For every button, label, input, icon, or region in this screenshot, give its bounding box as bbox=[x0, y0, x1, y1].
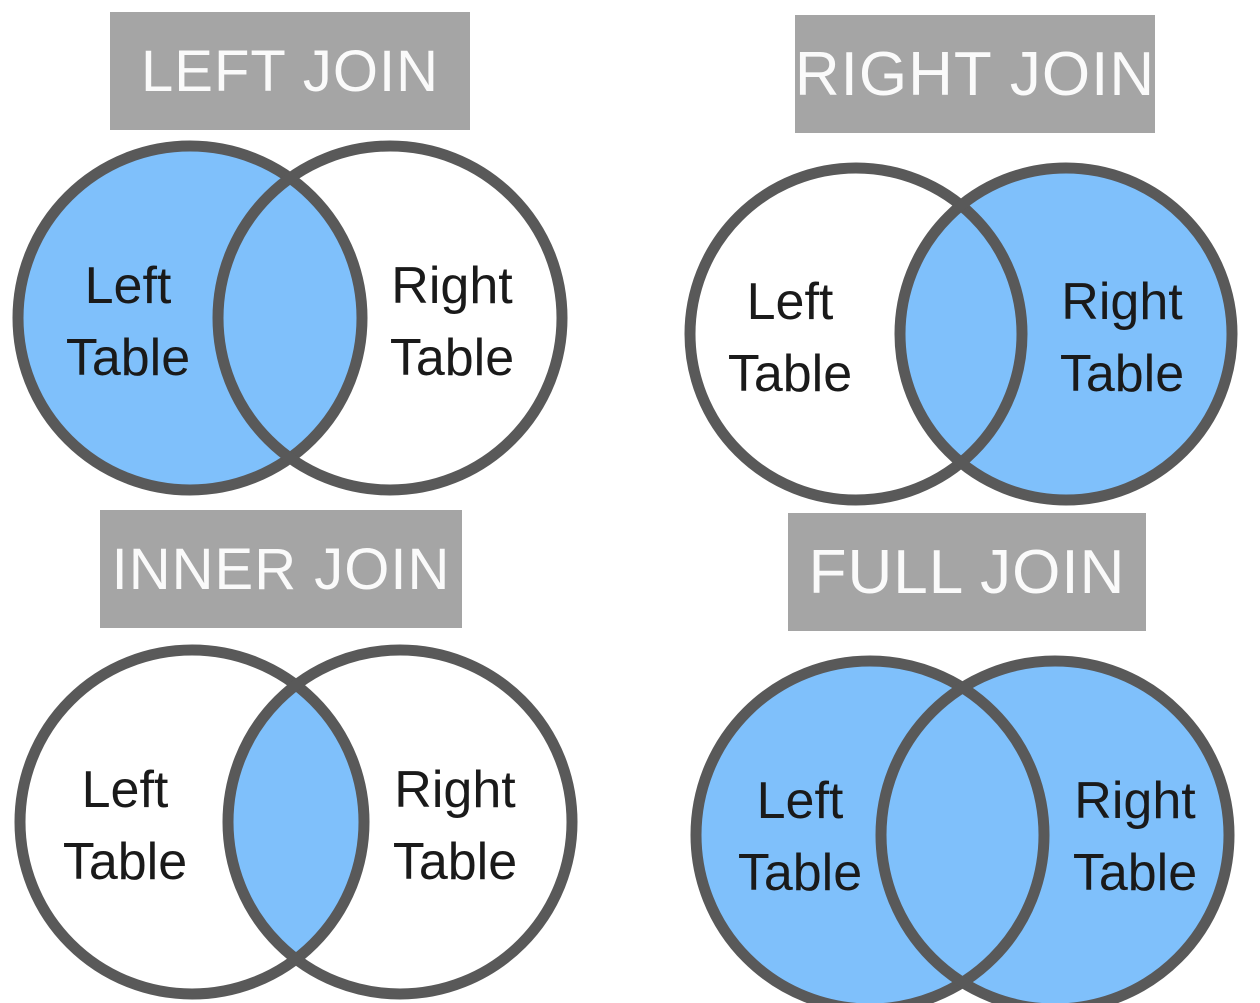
right-join-highlight-fill bbox=[900, 168, 1232, 500]
left-join-highlight-fill bbox=[18, 146, 362, 490]
right-join-venn: Left Table Right Table bbox=[684, 162, 1238, 506]
right-join-title: RIGHT JOIN bbox=[795, 15, 1155, 133]
full-join-right-circle-outline bbox=[875, 655, 1235, 1003]
full-join-left-circle-outline bbox=[690, 655, 1050, 1003]
left-join-left-table-label-line2: Table bbox=[66, 329, 190, 387]
full-join-left-table-label-line1: Left bbox=[757, 772, 844, 830]
left-join-left-table-label-line1: Left bbox=[85, 257, 172, 315]
inner-join-left-table-label-line2: Table bbox=[63, 833, 187, 891]
right-join-right-circle-outline bbox=[894, 162, 1238, 506]
full-join-venn: Left Table Right Table bbox=[690, 655, 1235, 1003]
right-join-left-table-label-line1: Left bbox=[747, 273, 834, 331]
inner-join-right-circle-outline bbox=[222, 644, 578, 1000]
inner-join-venn: Left Table Right Table bbox=[14, 644, 578, 1000]
left-join-venn: Left Table Right Table bbox=[12, 140, 568, 496]
left-join-left-circle-outline bbox=[12, 140, 368, 496]
full-join-right-highlight-fill bbox=[881, 661, 1229, 1003]
full-join-left-table-label-line2: Table bbox=[738, 844, 862, 902]
right-join-right-table-label-line1: Right bbox=[1061, 273, 1183, 331]
right-join-left-circle-outline bbox=[684, 162, 1028, 506]
full-join-right-table-label-line1: Right bbox=[1074, 772, 1196, 830]
left-join-title: LEFT JOIN bbox=[110, 12, 470, 130]
inner-join-title: INNER JOIN bbox=[100, 510, 462, 628]
inner-join-right-table-label-line2: Table bbox=[393, 833, 517, 891]
left-join-right-table-label-line1: Right bbox=[391, 257, 513, 315]
full-join-title: FULL JOIN bbox=[788, 513, 1146, 631]
right-join-right-table-label-line2: Table bbox=[1060, 345, 1184, 403]
inner-join-left-circle-outline bbox=[14, 644, 370, 1000]
right-join-left-table-label-line2: Table bbox=[728, 345, 852, 403]
full-join-right-table-label-line2: Table bbox=[1073, 844, 1197, 902]
left-join-right-table-label-line2: Table bbox=[390, 329, 514, 387]
left-join-right-circle-outline bbox=[212, 140, 568, 496]
inner-join-left-table-label-line1: Left bbox=[82, 761, 169, 819]
inner-join-right-table-label-line1: Right bbox=[394, 761, 516, 819]
inner-join-highlight-fill bbox=[228, 650, 364, 994]
